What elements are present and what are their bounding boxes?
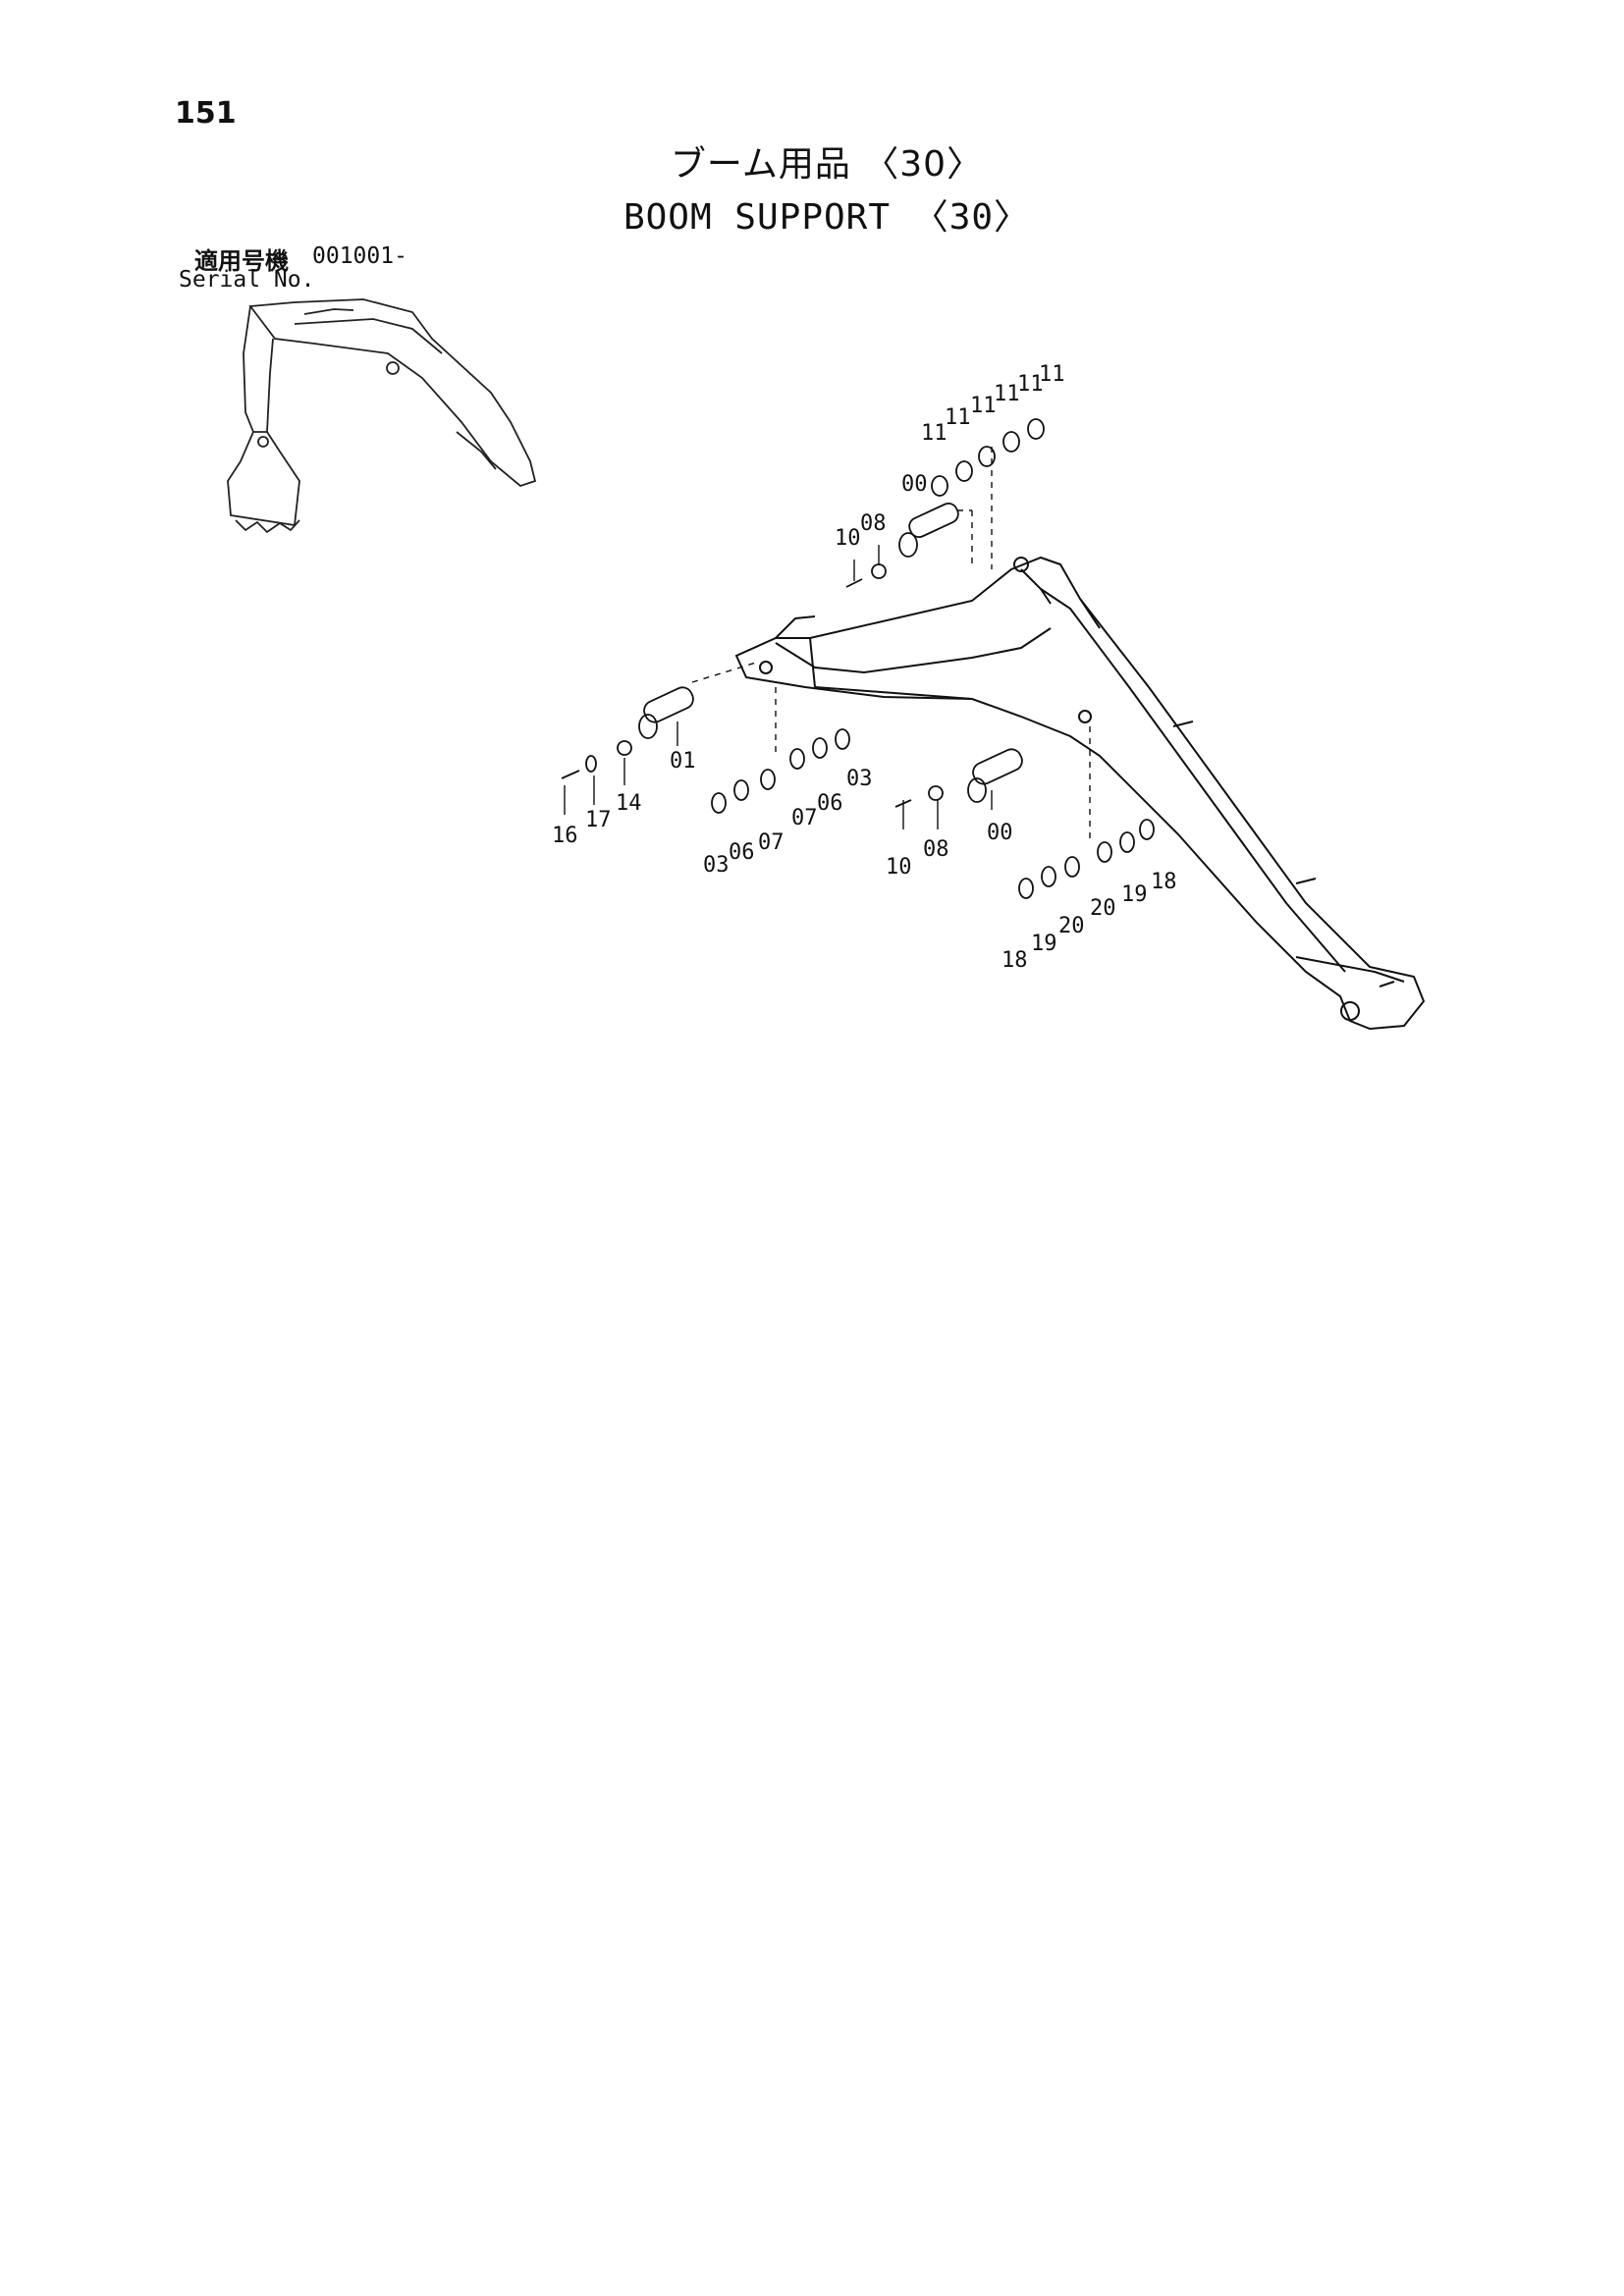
callout-label: 08 [860, 511, 887, 536]
callout-label: 11 [945, 405, 971, 430]
callouts: 11 11 11 11 11 11 00 10 08 01 16 17 14 0… [552, 362, 1177, 973]
callout-label: 06 [817, 791, 843, 816]
callout-label: 10 [835, 526, 861, 551]
callout-label: 03 [703, 853, 730, 878]
callout-label: 06 [729, 840, 755, 865]
callout-ticks [564, 545, 993, 829]
callout-label: 11 [921, 421, 947, 446]
callout-label: 01 [670, 749, 696, 774]
callout-label: 11 [1039, 362, 1065, 387]
page-title-ja: ブーム用品 〈30〉 [670, 144, 984, 185]
callout-label: 20 [1058, 914, 1085, 938]
callout-label: 17 [585, 808, 612, 832]
callout-label: 20 [1090, 896, 1116, 921]
callout-label: 18 [1001, 948, 1028, 973]
boom-assembly [734, 556, 1426, 1031]
page-title-en: BOOM SUPPORT 〈30〉 [623, 197, 1031, 238]
serial-label-ja: 適用号機 [194, 247, 289, 275]
parts [561, 418, 1155, 899]
callout-label: 00 [901, 472, 928, 497]
callout-label: 00 [987, 821, 1013, 845]
callout-label: 18 [1151, 870, 1177, 894]
callout-label: 03 [846, 767, 873, 791]
excavator-thumbnail [227, 298, 537, 534]
page-number: 151 [175, 96, 237, 131]
callout-label: 11 [1017, 372, 1044, 397]
callout-label: 16 [552, 824, 578, 848]
serial-label-en: Serial No. [179, 267, 315, 293]
callout-label: 11 [970, 394, 997, 418]
callout-label: 07 [758, 830, 785, 855]
callout-label: 11 [994, 382, 1020, 406]
callout-label: 19 [1031, 932, 1057, 956]
callout-label: 07 [791, 806, 818, 830]
callout-label: 10 [886, 855, 912, 880]
callout-label: 08 [923, 837, 949, 862]
leader-lines [691, 447, 1091, 844]
callout-label: 14 [616, 791, 642, 816]
callout-label: 19 [1121, 882, 1148, 907]
serial-number: 001001- [312, 243, 407, 269]
